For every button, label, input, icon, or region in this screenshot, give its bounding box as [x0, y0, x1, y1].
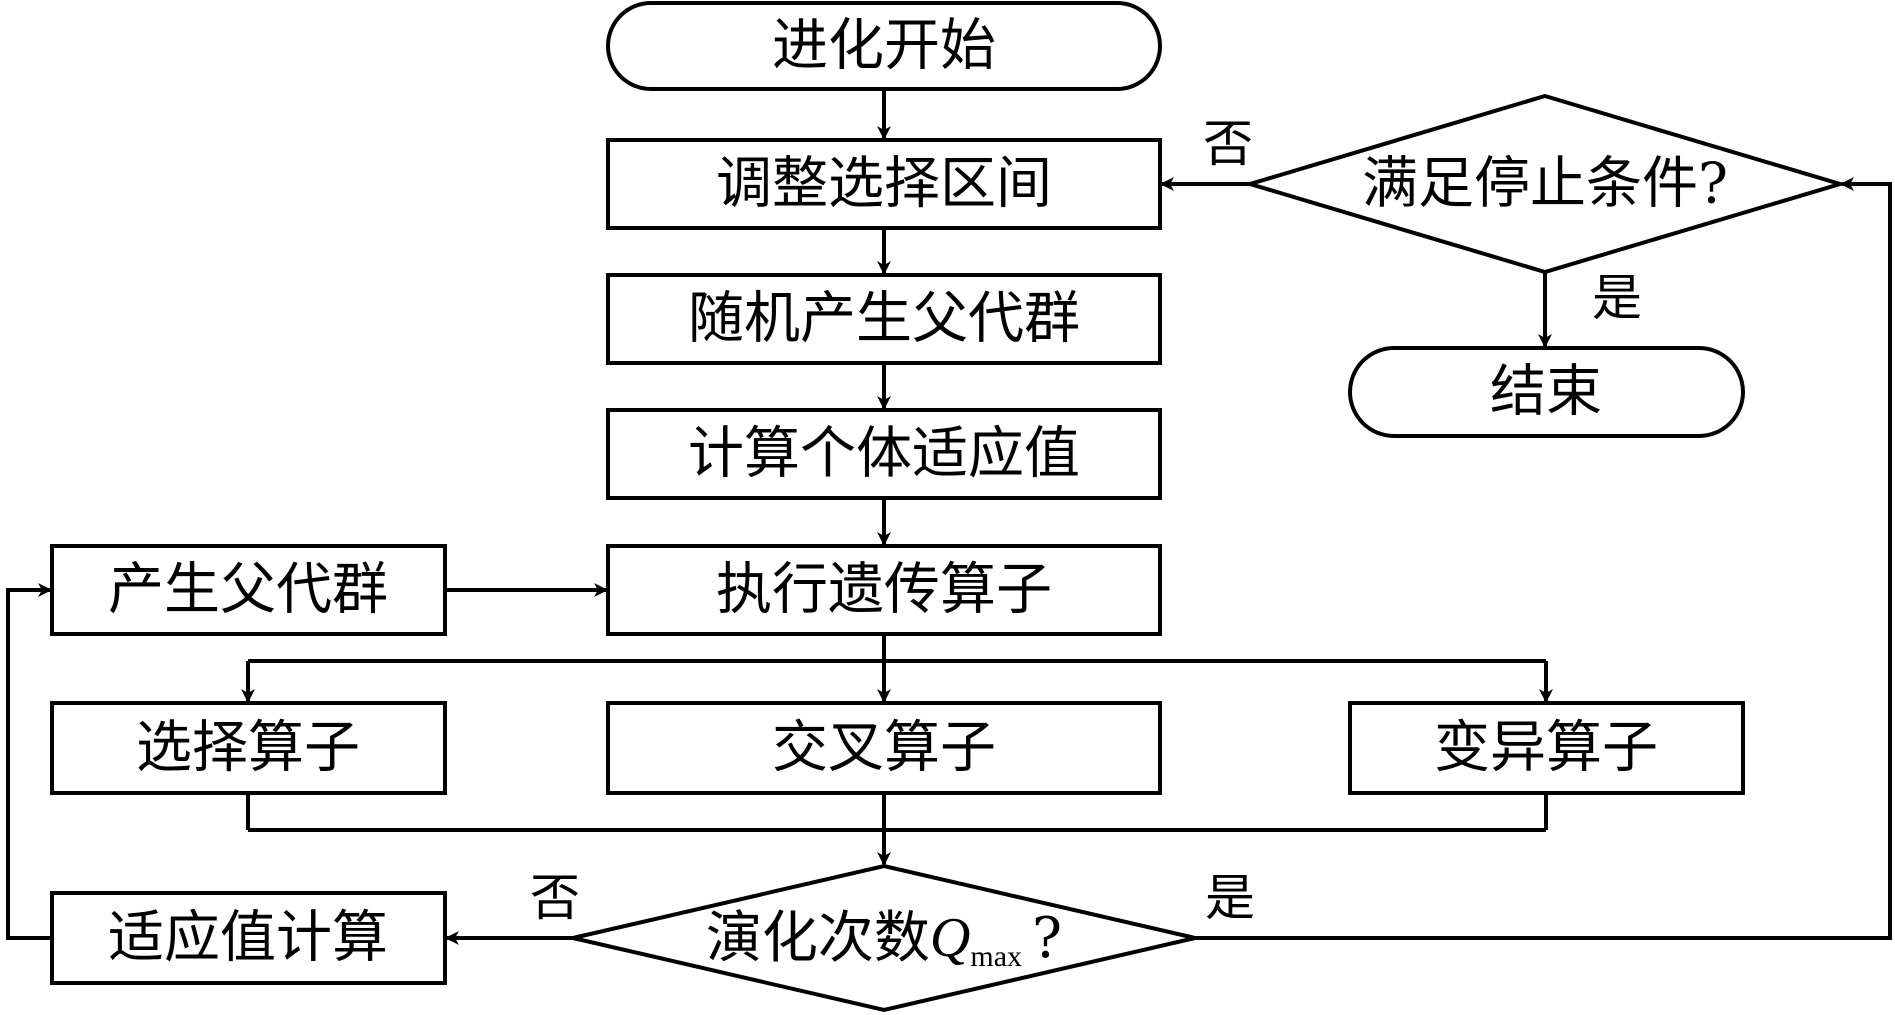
end-label: 结束 [1490, 360, 1602, 425]
evo-yes-label: 是 [1205, 869, 1255, 927]
stop-check-label: 满足停止条件? [1362, 152, 1728, 217]
evo-check-sub: max [970, 940, 1022, 973]
random-parents-box [606, 273, 1162, 365]
evo-check-var: Q [930, 907, 970, 969]
compute-fitness-label: 计算个体适应值 [688, 422, 1080, 487]
evo-check-q: ? [1032, 906, 1062, 971]
new-parents-box [50, 544, 447, 636]
evo-check-label: 演化次数Qmax? [706, 906, 1062, 973]
adjust-interval-box [606, 138, 1162, 230]
cross-op-label: 交叉算子 [772, 716, 996, 781]
end-node [1348, 346, 1745, 438]
stop-yes-label: 是 [1592, 269, 1642, 327]
start-label: 进化开始 [772, 14, 996, 79]
compute-fitness-box [606, 408, 1162, 500]
evo-no-label: 否 [530, 869, 580, 927]
new-parents-label: 产生父代群 [108, 558, 388, 623]
fitness-calc-label: 适应值计算 [108, 906, 388, 971]
arrow-evo-yes [1195, 177, 1892, 940]
select-op-label: 选择算子 [136, 716, 360, 781]
evo-check-prefix: 演化次数 [706, 906, 930, 971]
evo-check-diamond [572, 863, 1196, 1013]
mutate-op-box [1348, 701, 1745, 795]
cross-op-box [606, 701, 1162, 795]
run-operators-label: 执行遗传算子 [716, 558, 1052, 623]
arrow-fitness-loop [6, 583, 52, 940]
random-parents-label: 随机产生父代群 [688, 287, 1080, 352]
stop-no-label: 否 [1203, 115, 1253, 173]
mutate-op-label: 变异算子 [1434, 716, 1658, 781]
adjust-interval-label: 调整选择区间 [716, 152, 1052, 217]
